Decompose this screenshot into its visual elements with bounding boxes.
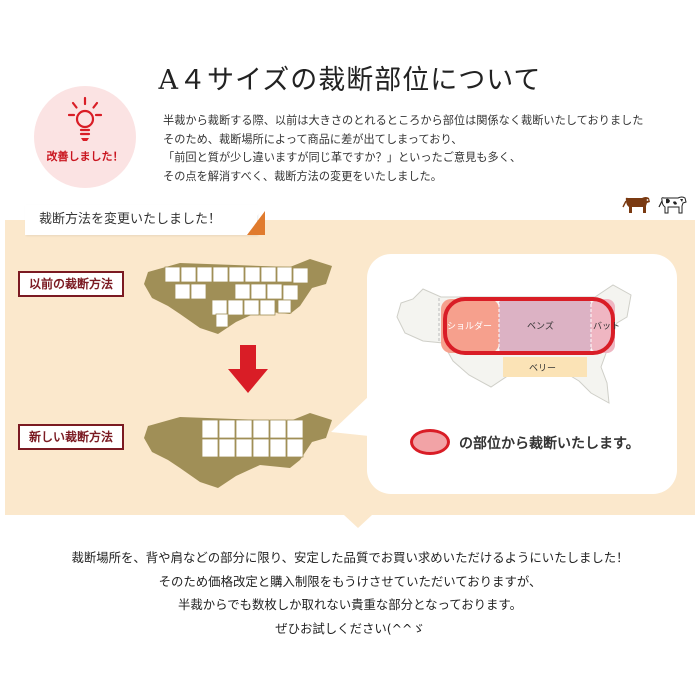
improved-badge-label: 改善しました！ bbox=[46, 150, 124, 163]
callout-tail bbox=[331, 396, 369, 436]
tab-corner-icon bbox=[243, 205, 265, 235]
panel-pointer bbox=[344, 515, 372, 528]
intro-line: その点を解消すべく、裁断方法の変更をいたしました。 bbox=[163, 169, 442, 183]
brown-cow-icon bbox=[622, 197, 650, 213]
closing-line: そのため価格改定と購入制限をもうけさせていただいておりますが、 bbox=[158, 573, 542, 589]
old-cutting-map bbox=[144, 259, 332, 334]
change-tab-label: 裁断方法を変更いたしました！ bbox=[25, 205, 258, 235]
new-method-label: 新しい裁断方法 bbox=[18, 424, 125, 450]
holstein-cow-icon bbox=[658, 196, 687, 214]
new-cutting-map bbox=[144, 413, 332, 488]
closing-text: 裁断場所を、背や肩などの部分に限り、安定した品質でお買い求めいただけるようにいた… bbox=[0, 546, 700, 640]
zoomed-hide-map: ショルダー ベンズ バット ベリー bbox=[396, 284, 632, 404]
closing-line: ぜひお試しください(^^ゞ bbox=[275, 620, 425, 636]
closing-line: 裁断場所を、背や肩などの部分に限り、安定した品質でお買い求めいただけるようにいた… bbox=[71, 550, 629, 565]
belly-label: ベリー bbox=[529, 364, 556, 374]
intro-line: そのため、裁断場所によって商品に差が出てしまっており、 bbox=[163, 132, 463, 146]
legend-text: の部位から裁断いたします。 bbox=[459, 436, 640, 452]
bends-label: ベンズ bbox=[527, 320, 554, 332]
shoulder-label: ショルダー bbox=[447, 320, 492, 332]
legend-swatch bbox=[410, 429, 450, 455]
down-arrow-icon bbox=[228, 345, 268, 393]
butt-label: バット bbox=[593, 321, 620, 332]
intro-line: 半裁から裁断する際、以前は大きさのとれるところから部位は関係なく裁断いたしており… bbox=[163, 114, 644, 127]
intro-text: 半裁から裁断する際、以前は大きさのとれるところから部位は関係なく裁断いたしており… bbox=[163, 112, 643, 186]
improved-badge: 改善しました！ bbox=[34, 86, 136, 188]
lightbulb-icon bbox=[68, 96, 102, 141]
old-method-label: 以前の裁断方法 bbox=[18, 271, 125, 297]
page-title: A４サイズの裁断部位について bbox=[158, 65, 542, 96]
intro-line: 「前回と質が少し違いますが同じ革ですか？」といったご意見も多く、 bbox=[163, 151, 522, 164]
closing-line: 半裁からでも数枚しか取れない貴重な部分となっております。 bbox=[178, 597, 522, 612]
